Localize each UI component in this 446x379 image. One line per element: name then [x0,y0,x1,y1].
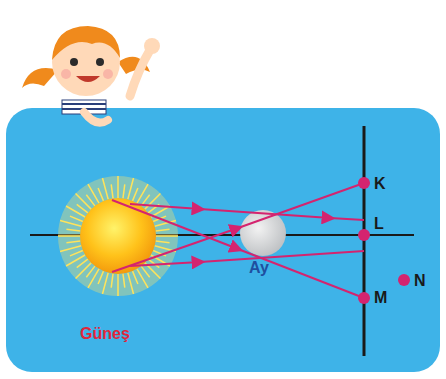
sun-ray [102,178,108,199]
sun-ray [86,195,95,206]
sun-ray [123,274,125,288]
sun-ray [60,220,81,226]
points [358,177,410,304]
sun-ray [58,235,80,237]
moon-label: Ay [249,260,269,276]
sun-ray [111,184,113,198]
sun-ray [77,204,88,213]
sun-ray [98,271,103,284]
sun-ray [156,241,170,243]
sun-ray [111,274,113,288]
sun-ray [128,273,134,294]
sun-ray [98,188,103,201]
sun-ray [66,255,85,266]
sun-ray [77,259,88,268]
sun-ray [76,194,92,210]
sun-label: Güneş [80,326,130,342]
point-label: K [374,176,386,192]
sun-ray [123,184,125,198]
girl-figure [22,26,160,123]
point-label: N [414,273,426,289]
sun-ray [137,269,148,288]
sun-ray [133,188,138,201]
sun-ray [141,266,150,277]
sun-ray [66,229,80,231]
sun-ray [88,184,99,203]
sun-ray [70,251,83,256]
sun-ray [66,241,80,243]
sun-ray [86,266,95,277]
moon [240,210,286,256]
panel [6,108,440,372]
sun-ray [70,216,83,221]
light-rays [112,183,364,298]
sun-ray [117,176,119,198]
point-label: L [374,216,384,232]
sun-ray [133,271,138,284]
sun-ray [76,263,92,279]
point-label: M [374,290,387,306]
sun-ray [148,259,159,268]
sun [58,176,178,296]
sun-ray [102,273,108,294]
sun-ray [156,229,170,231]
sun-ray [156,235,178,237]
sun-ray [60,246,81,252]
sun-ray [128,178,134,199]
sun-ray [117,274,119,296]
